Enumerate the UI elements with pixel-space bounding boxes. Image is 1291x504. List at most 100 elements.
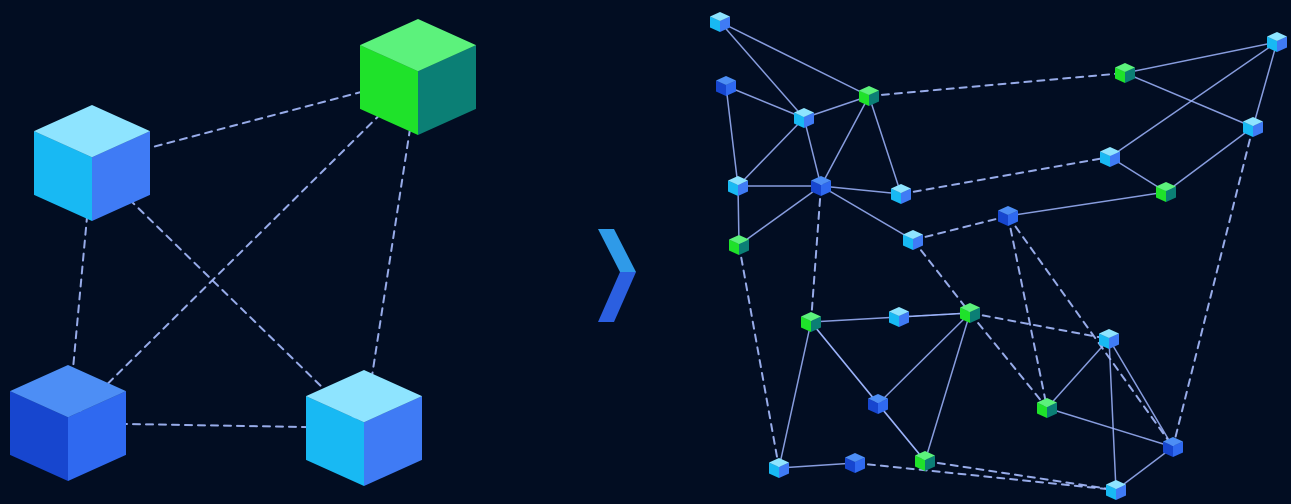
solid-connection-n16-n17 <box>810 316 900 323</box>
cube-top-face <box>716 76 736 85</box>
cube-top-face <box>794 108 814 117</box>
cube-left-face <box>891 188 901 204</box>
cube-right-face <box>901 188 911 204</box>
cube-top-face <box>1115 63 1135 72</box>
cube-left-face <box>811 180 821 196</box>
node-cube-L4 <box>306 370 422 486</box>
cube-top-face <box>1100 147 1120 156</box>
node-cube-n16 <box>801 312 821 332</box>
solid-connection-n3-n4 <box>803 95 870 119</box>
solid-connection-n20-n22 <box>778 462 856 469</box>
solid-connection-n21-n18 <box>924 312 971 462</box>
cube-left-face <box>1267 36 1277 52</box>
dashed-connection-n8-n20 <box>738 244 780 469</box>
cube-top-face <box>811 176 831 185</box>
node-cube-n17 <box>889 307 909 327</box>
solid-connection-n4-n6 <box>820 95 870 187</box>
solid-connection-n23-n24 <box>1046 338 1110 409</box>
cube-right-face <box>1109 333 1119 349</box>
cube-top-face <box>960 303 980 312</box>
right-diagram-edges <box>719 21 1278 491</box>
node-cube-n10 <box>1115 63 1135 83</box>
solid-connection-n26-n27 <box>1115 446 1174 491</box>
cube-top-face <box>1163 437 1183 446</box>
chevron-right-icon <box>598 229 636 322</box>
node-cube-n1 <box>710 12 730 32</box>
cube-right-face <box>739 239 749 255</box>
node-cube-n27 <box>1106 480 1126 500</box>
dashed-connection-n15-n26 <box>1007 215 1174 448</box>
dashed-connection-n12-n26 <box>1172 126 1254 448</box>
cube-left-face <box>1100 151 1110 167</box>
cube-top-face <box>1156 182 1176 191</box>
solid-connection-n2-n5 <box>725 85 739 187</box>
dashed-connection-L2-L3 <box>67 76 419 424</box>
cube-right-face <box>899 311 909 327</box>
solid-connection-n24-n26 <box>1046 407 1174 448</box>
node-cube-n11 <box>1267 32 1287 52</box>
solid-connection-n10-n12 <box>1124 72 1254 128</box>
dashed-connection-n22-n27 <box>854 462 1117 491</box>
cube-left-face <box>769 462 779 478</box>
cube-top-face <box>868 394 888 403</box>
node-cube-n5 <box>728 176 748 196</box>
cube-top-face <box>903 230 923 239</box>
cube-left-face <box>728 180 738 196</box>
dashed-connection-n9-n18 <box>912 239 971 314</box>
solid-connection-n3-n6 <box>803 117 822 187</box>
cube-top-face <box>1106 480 1126 489</box>
cube-left-face <box>10 391 68 481</box>
dashed-connection-L1-L4 <box>91 162 365 429</box>
solid-connection-n4-n7 <box>868 95 902 195</box>
dashed-connection-n15-n24 <box>1007 215 1048 409</box>
cube-right-face <box>720 16 730 32</box>
cube-right-face <box>1125 67 1135 83</box>
node-cube-n22 <box>845 453 865 473</box>
node-cube-n13 <box>1100 147 1120 167</box>
cube-top-face <box>845 453 865 462</box>
cube-left-face <box>1037 402 1047 418</box>
cube-top-face <box>728 176 748 185</box>
cube-left-face <box>1156 186 1166 202</box>
cube-left-face <box>845 457 855 473</box>
solid-connection-n6-n8 <box>738 185 822 246</box>
left-diagram-nodes <box>10 19 476 486</box>
dashed-connection-n6-n16 <box>810 185 822 323</box>
node-cube-n21 <box>915 451 935 471</box>
cube-top-face <box>801 312 821 321</box>
cube-left-face <box>716 80 726 96</box>
cube-left-face <box>710 16 720 32</box>
node-cube-n6 <box>811 176 831 196</box>
chevron-upper-stroke <box>598 229 636 272</box>
node-cube-n7 <box>891 184 911 204</box>
cube-right-face <box>1047 402 1057 418</box>
cube-left-face <box>360 45 418 135</box>
cube-right-face <box>821 180 831 196</box>
node-cube-n20 <box>769 458 789 478</box>
node-cube-n8 <box>729 235 749 255</box>
cube-right-face <box>913 234 923 250</box>
cube-right-face <box>1008 210 1018 226</box>
cube-top-face <box>1243 117 1263 126</box>
cube-right-face <box>878 398 888 414</box>
cube-right-face <box>855 457 865 473</box>
cube-right-face <box>811 316 821 332</box>
cube-right-face <box>726 80 736 96</box>
cube-top-face <box>306 370 422 423</box>
cube-right-face <box>1110 151 1120 167</box>
solid-connection-n19-n21 <box>877 403 926 462</box>
node-cube-n2 <box>716 76 736 96</box>
cube-left-face <box>868 398 878 414</box>
dashed-connection-n21-n27 <box>924 460 1117 491</box>
solid-connection-n2-n3 <box>725 85 805 119</box>
node-cube-n18 <box>960 303 980 323</box>
cube-right-face <box>68 391 126 481</box>
cube-top-face <box>1037 398 1057 407</box>
cube-top-face <box>859 86 879 95</box>
node-cube-n24 <box>1037 398 1057 418</box>
solid-connection-n16-n20 <box>778 321 812 469</box>
dashed-connection-n4-n10 <box>868 72 1126 97</box>
cube-left-face <box>306 396 364 486</box>
cube-right-face <box>1253 121 1263 137</box>
